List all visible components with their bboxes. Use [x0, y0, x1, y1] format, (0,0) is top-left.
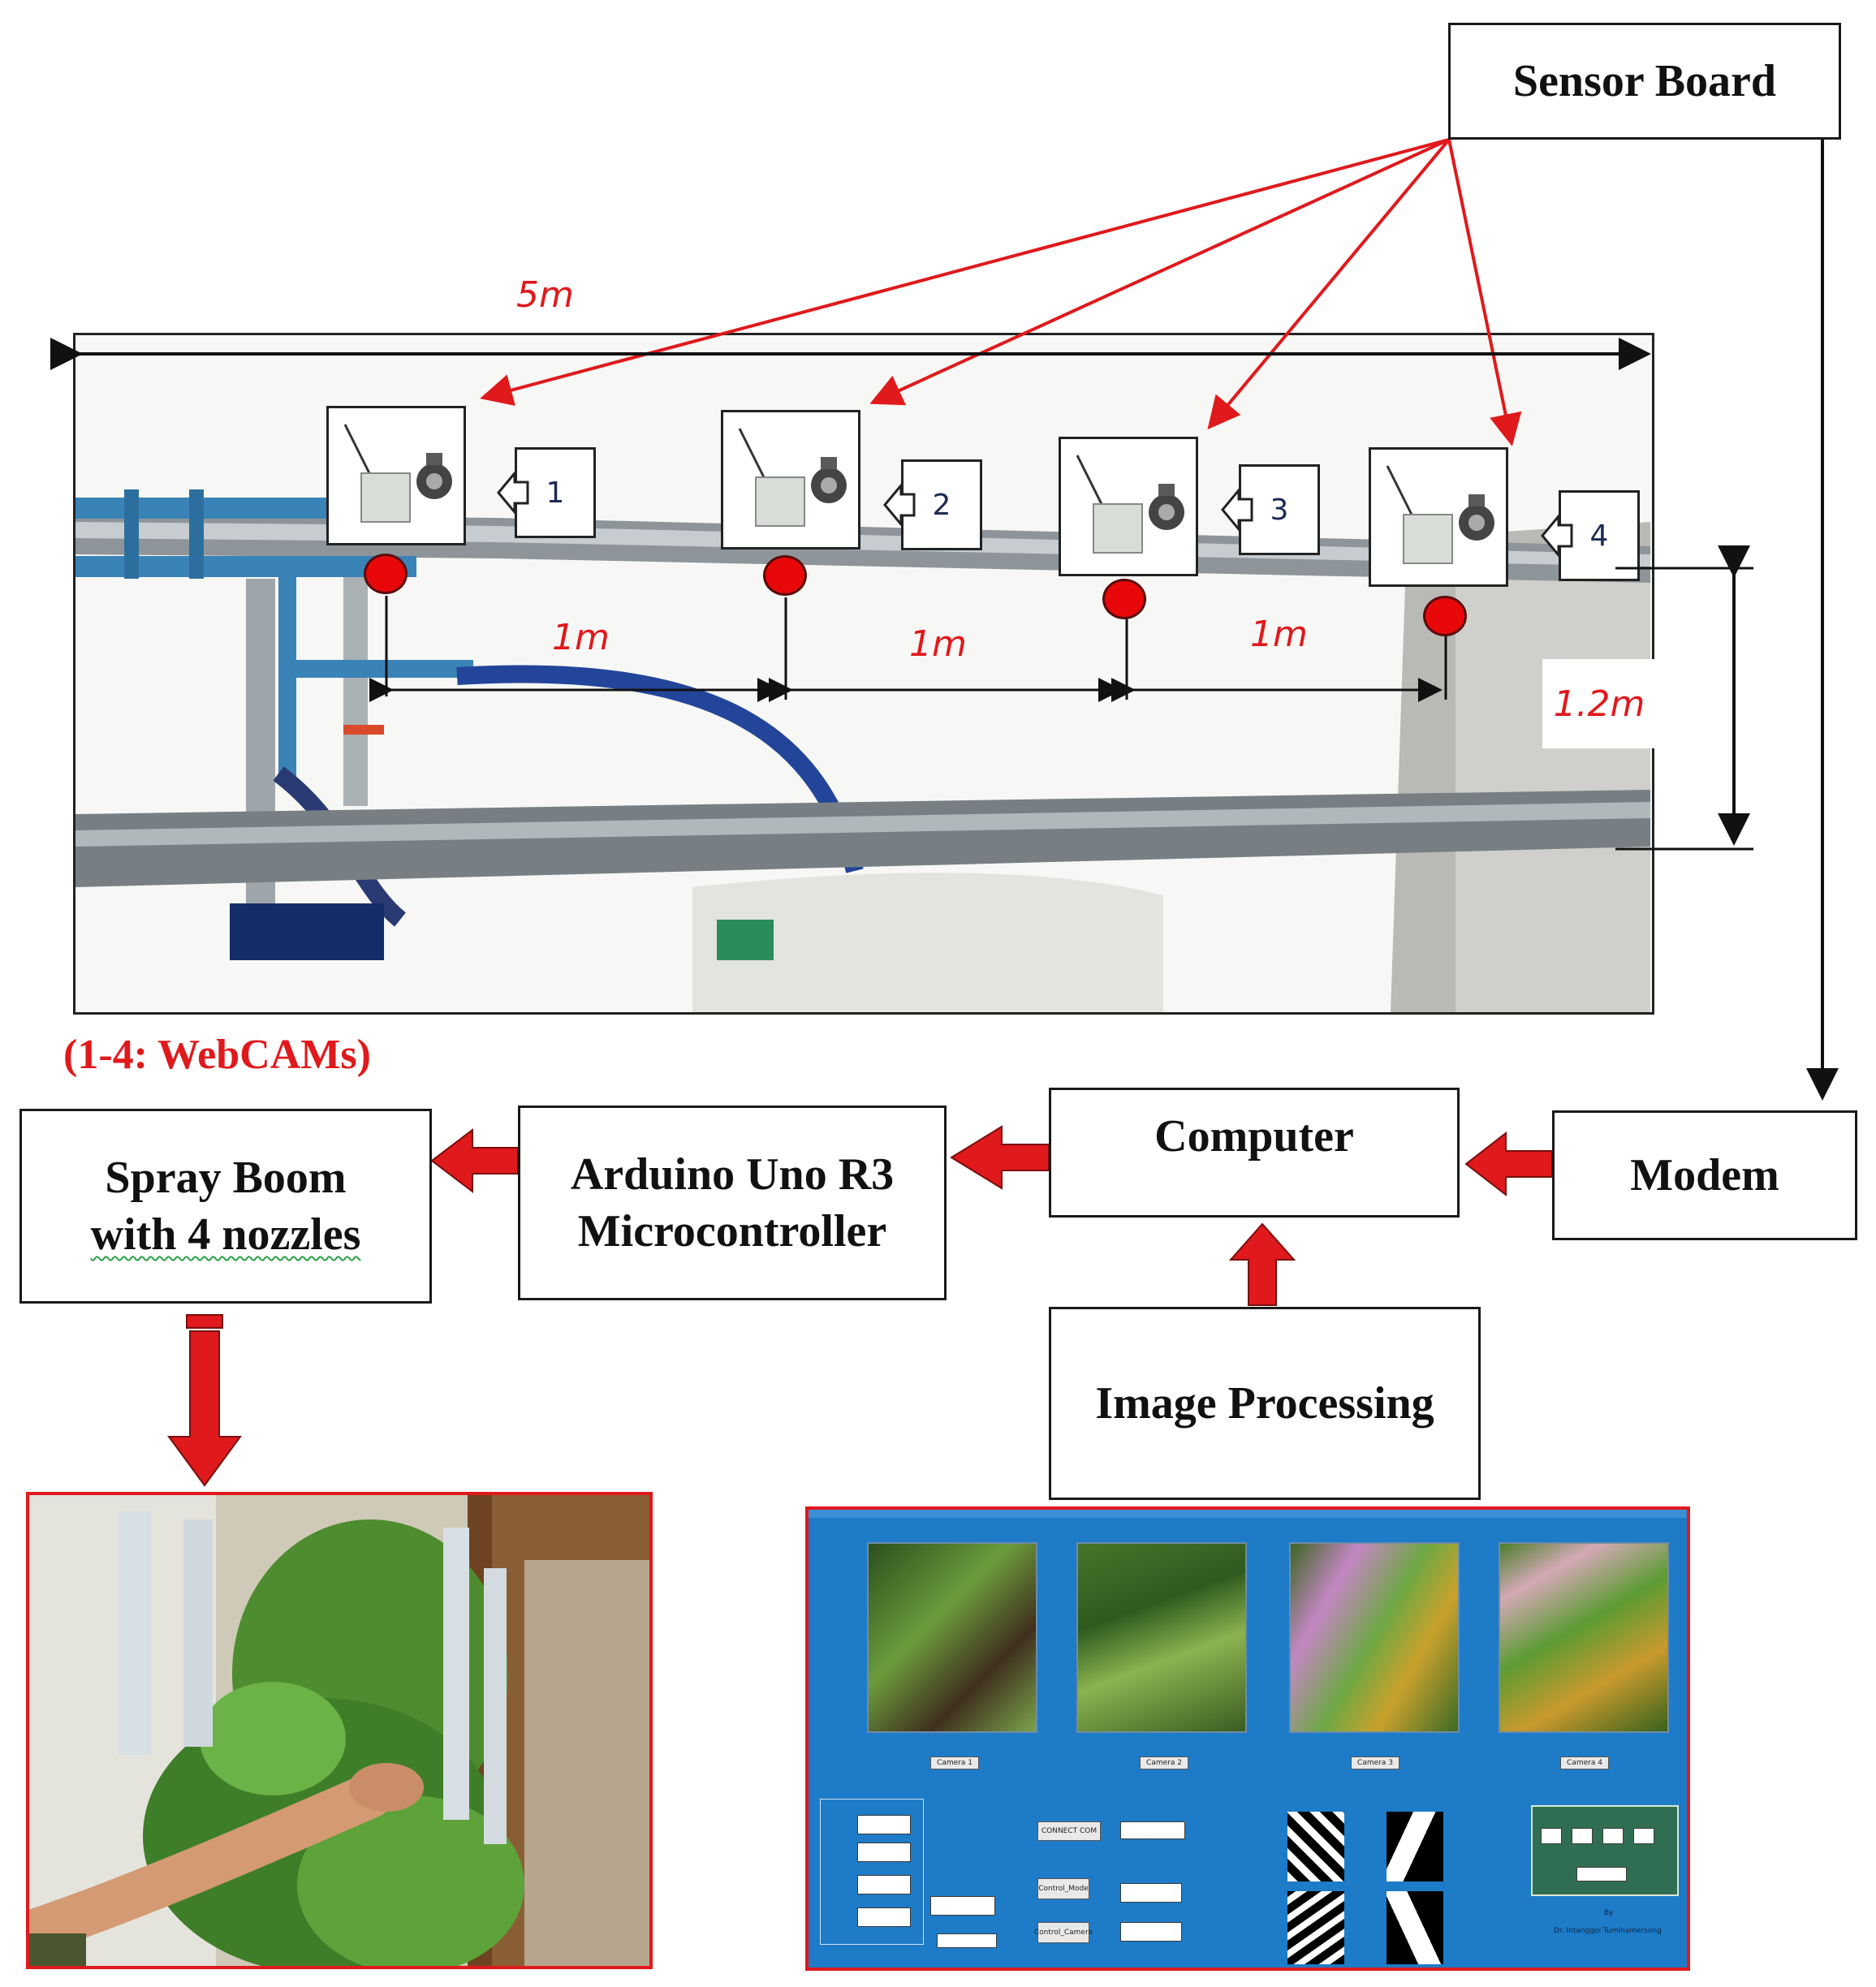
- nozzle-3-marker: [1102, 579, 1146, 619]
- webcam-icon: [1076, 455, 1184, 554]
- input-panel: [820, 1799, 924, 1945]
- spacing-2-label: 1m: [909, 623, 967, 665]
- spray-label-line1: Spray Boom: [105, 1153, 347, 1203]
- spacing-3-label: 1m: [1250, 614, 1308, 655]
- spray-toggle-4[interactable]: [1633, 1828, 1654, 1844]
- spray-boom-box: Spray Boom with 4 nozzles: [19, 1109, 432, 1304]
- webcam-icon: [1386, 465, 1494, 564]
- camera-2-thumbnail: [1076, 1542, 1247, 1733]
- camera-field[interactable]: [1120, 1922, 1182, 1942]
- input-field-2[interactable]: [857, 1843, 911, 1862]
- nozzle-4-marker: [1423, 596, 1467, 636]
- sensor-board-box: Sensor Board: [1448, 23, 1841, 140]
- nozzle-1-marker: [364, 554, 408, 594]
- credit-line-1: By: [1604, 1909, 1614, 1917]
- webcam-3-label: 3: [1239, 464, 1320, 555]
- control-camera-button[interactable]: Control_Camera: [1034, 1922, 1093, 1943]
- camera-1-button[interactable]: Camera 1: [930, 1756, 979, 1769]
- modem-box: Modem: [1552, 1110, 1857, 1240]
- height-label: 1.2m: [1542, 659, 1656, 748]
- sensor-board-label: Sensor Board: [1512, 56, 1777, 106]
- webcam-1-label: 1: [515, 447, 596, 538]
- camera-3-thumbnail: [1289, 1542, 1460, 1733]
- arduino-box: Arduino Uno R3 Microcontroller: [518, 1106, 947, 1300]
- binary-result-4: [1387, 1891, 1443, 1964]
- spray-toggle-1[interactable]: [1541, 1828, 1562, 1844]
- connect-com-button[interactable]: CONNECT COM: [1037, 1821, 1101, 1841]
- binary-result-3: [1287, 1891, 1344, 1964]
- control-mode-button[interactable]: Control_Mode: [1037, 1878, 1089, 1899]
- nozzle-2-marker: [763, 555, 807, 596]
- webcam-4-label: 4: [1559, 490, 1640, 581]
- modem-label: Modem: [1630, 1150, 1779, 1200]
- camera-2-button[interactable]: Camera 2: [1140, 1756, 1188, 1769]
- spray-action-button[interactable]: [1576, 1867, 1627, 1881]
- webcam-4-image: [1369, 447, 1508, 587]
- webcam-icon: [738, 428, 847, 527]
- webcam-icon: [343, 424, 452, 523]
- spray-control-panel: [1531, 1805, 1679, 1896]
- input-field-3[interactable]: [857, 1875, 911, 1894]
- spray-label-line2: with 4 nozzles: [90, 1209, 361, 1260]
- width-label: 5m: [516, 274, 574, 316]
- webcam-2-label: 2: [901, 459, 982, 550]
- plant-spraying-illustration: [6, 1495, 649, 1974]
- image-processing-box: Image Processing: [1049, 1307, 1481, 1500]
- binary-result-1: [1287, 1812, 1344, 1881]
- camera-1-thumbnail: [867, 1542, 1037, 1733]
- center-field-1[interactable]: [930, 1896, 995, 1916]
- input-field-1[interactable]: [857, 1815, 911, 1834]
- spacing-1-label: 1m: [552, 617, 610, 658]
- camera-3-button[interactable]: Camera 3: [1351, 1756, 1399, 1769]
- camera-4-button[interactable]: Camera 4: [1560, 1756, 1609, 1769]
- input-field-4[interactable]: [857, 1907, 911, 1927]
- webcam-2-image: [721, 410, 860, 550]
- arduino-label-line1: Arduino Uno R3: [570, 1149, 895, 1200]
- webcam-1-image: [326, 406, 466, 545]
- webcams-caption: (1-4: WebCAMs): [63, 1032, 371, 1078]
- spray-rig-illustration: [75, 335, 1652, 1012]
- computer-label: Computer: [1154, 1111, 1354, 1162]
- arduino-label-line2: Microcontroller: [577, 1206, 887, 1256]
- spray-rig-photo: [73, 333, 1654, 1015]
- camera-4-thumbnail: [1499, 1542, 1669, 1733]
- computer-box: Computer: [1049, 1088, 1460, 1218]
- com-port-select[interactable]: [1120, 1821, 1185, 1839]
- image-processing-label: Image Processing: [1095, 1378, 1434, 1429]
- spray-toggle-3[interactable]: [1602, 1828, 1624, 1844]
- mode-field[interactable]: [1120, 1883, 1182, 1903]
- webcam-3-image: [1059, 437, 1198, 576]
- spray-toggle-2[interactable]: [1572, 1828, 1593, 1844]
- binary-result-2: [1387, 1812, 1443, 1881]
- credit-line-2: Dr. Intanggoi Tuminamersong: [1554, 1927, 1662, 1935]
- center-field-2[interactable]: [937, 1933, 997, 1948]
- plant-spraying-photo: [6, 1492, 653, 1974]
- image-processing-gui: Camera 1 Camera 2 Camera 3 Camera 4 CONN…: [805, 1506, 1690, 1971]
